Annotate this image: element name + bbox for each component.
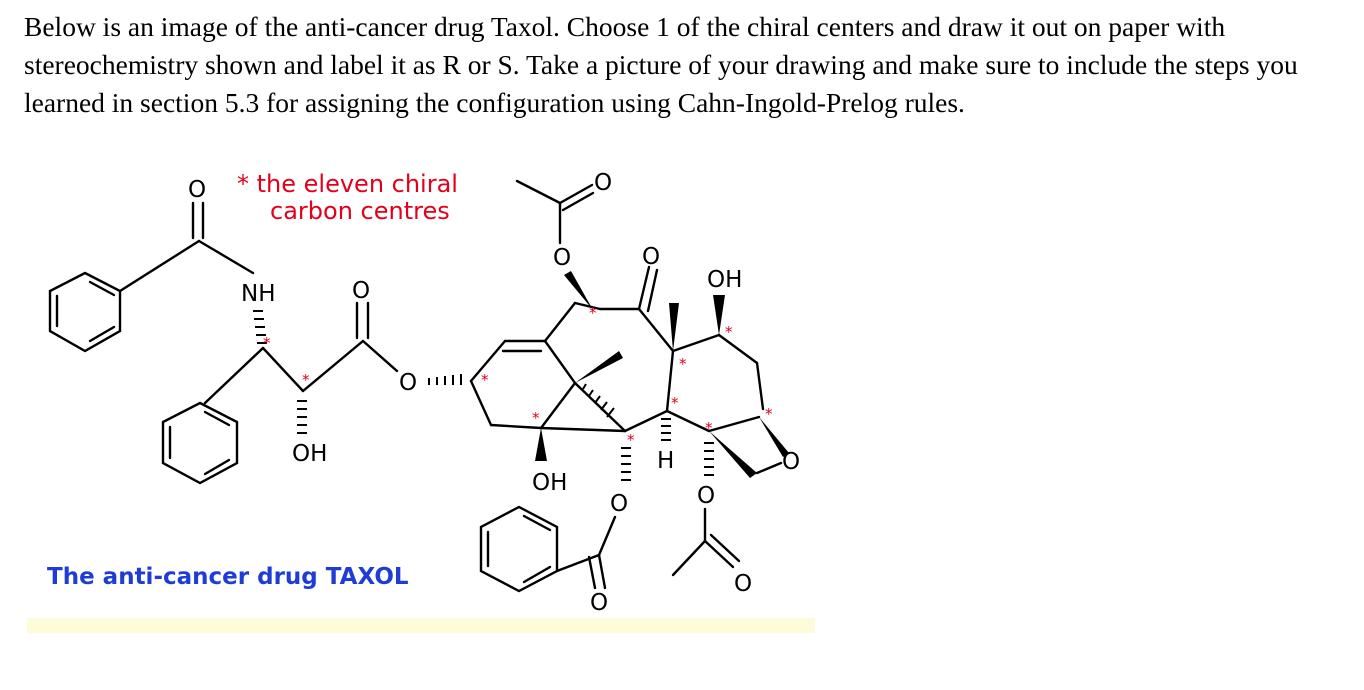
- wedge-acetate-o: [564, 271, 593, 310]
- hashed-bond-link: [428, 374, 462, 385]
- benzene-ring-bottom: [479, 505, 559, 593]
- wedge-methyl-1: [575, 351, 623, 383]
- wedge-oh-bottom: [535, 428, 547, 461]
- wedge-oxetane: [759, 417, 789, 457]
- note-line-2: carbon centres: [270, 197, 450, 225]
- chiral-marker-8: *: [705, 419, 713, 437]
- atom-o-acetate: O: [553, 245, 571, 271]
- hashed-bond-nh: [253, 310, 267, 344]
- atom-oh-sidechain: OH: [292, 441, 327, 467]
- atom-o-link: O: [399, 370, 417, 396]
- chiral-marker-4: *: [589, 304, 597, 322]
- atom-o-oxetane: O: [782, 449, 800, 475]
- atom-o-benzoate: O: [610, 491, 628, 517]
- atom-o-acetate-2-carbonyl: O: [734, 571, 752, 597]
- atom-o-amide: O: [188, 177, 206, 203]
- atom-o-ketone: O: [642, 244, 660, 270]
- benzene-ring-middle-left: [161, 401, 239, 485]
- taxol-structure: * the eleven chiral carbon centres O NH: [47, 170, 800, 616]
- wedge-ring-junction: [709, 431, 757, 478]
- chiral-marker-3: *: [481, 371, 489, 389]
- chiral-marker-6: *: [725, 323, 733, 341]
- chiral-marker-2: *: [302, 371, 310, 389]
- atom-oh-bottom: OH: [532, 470, 567, 496]
- atom-o-benzoate-carbonyl: O: [590, 590, 608, 616]
- hashed-bond-methyl: [582, 383, 615, 418]
- figure-canvas: * the eleven chiral carbon centres O NH: [27, 163, 815, 618]
- atom-o-acetate-carbonyl: O: [594, 170, 612, 196]
- wedge-oh: [713, 295, 725, 335]
- note-line-1: * the eleven chiral: [237, 170, 458, 198]
- chiral-marker-7: *: [765, 405, 773, 423]
- chiral-marker-11: *: [532, 409, 540, 427]
- atom-h: H: [657, 448, 674, 474]
- atom-o-acetate-2: O: [697, 483, 715, 509]
- atom-nh: NH: [241, 281, 276, 307]
- atom-oh-top: OH: [707, 267, 742, 293]
- chiral-marker-5: *: [679, 355, 687, 373]
- benzene-ring-top-left: [48, 271, 122, 353]
- atom-o-ester: O: [352, 278, 370, 304]
- chiral-marker-10: *: [627, 431, 635, 449]
- chiral-marker-9: *: [671, 394, 679, 412]
- hashed-bond-oh: [297, 400, 307, 434]
- hashed-bond-h: [661, 418, 671, 441]
- taxol-figure: * the eleven chiral carbon centres O NH: [27, 163, 815, 633]
- chiral-marker-1: *: [263, 334, 271, 352]
- hashed-bond-acetate-2: [704, 442, 714, 476]
- hashed-bond-benzoate: [621, 447, 631, 481]
- figure-caption: The anti-cancer drug TAXOL: [47, 564, 409, 590]
- wedge-methyl-2: [669, 303, 679, 351]
- question-text: Below is an image of the anti-cancer dru…: [24, 11, 1298, 118]
